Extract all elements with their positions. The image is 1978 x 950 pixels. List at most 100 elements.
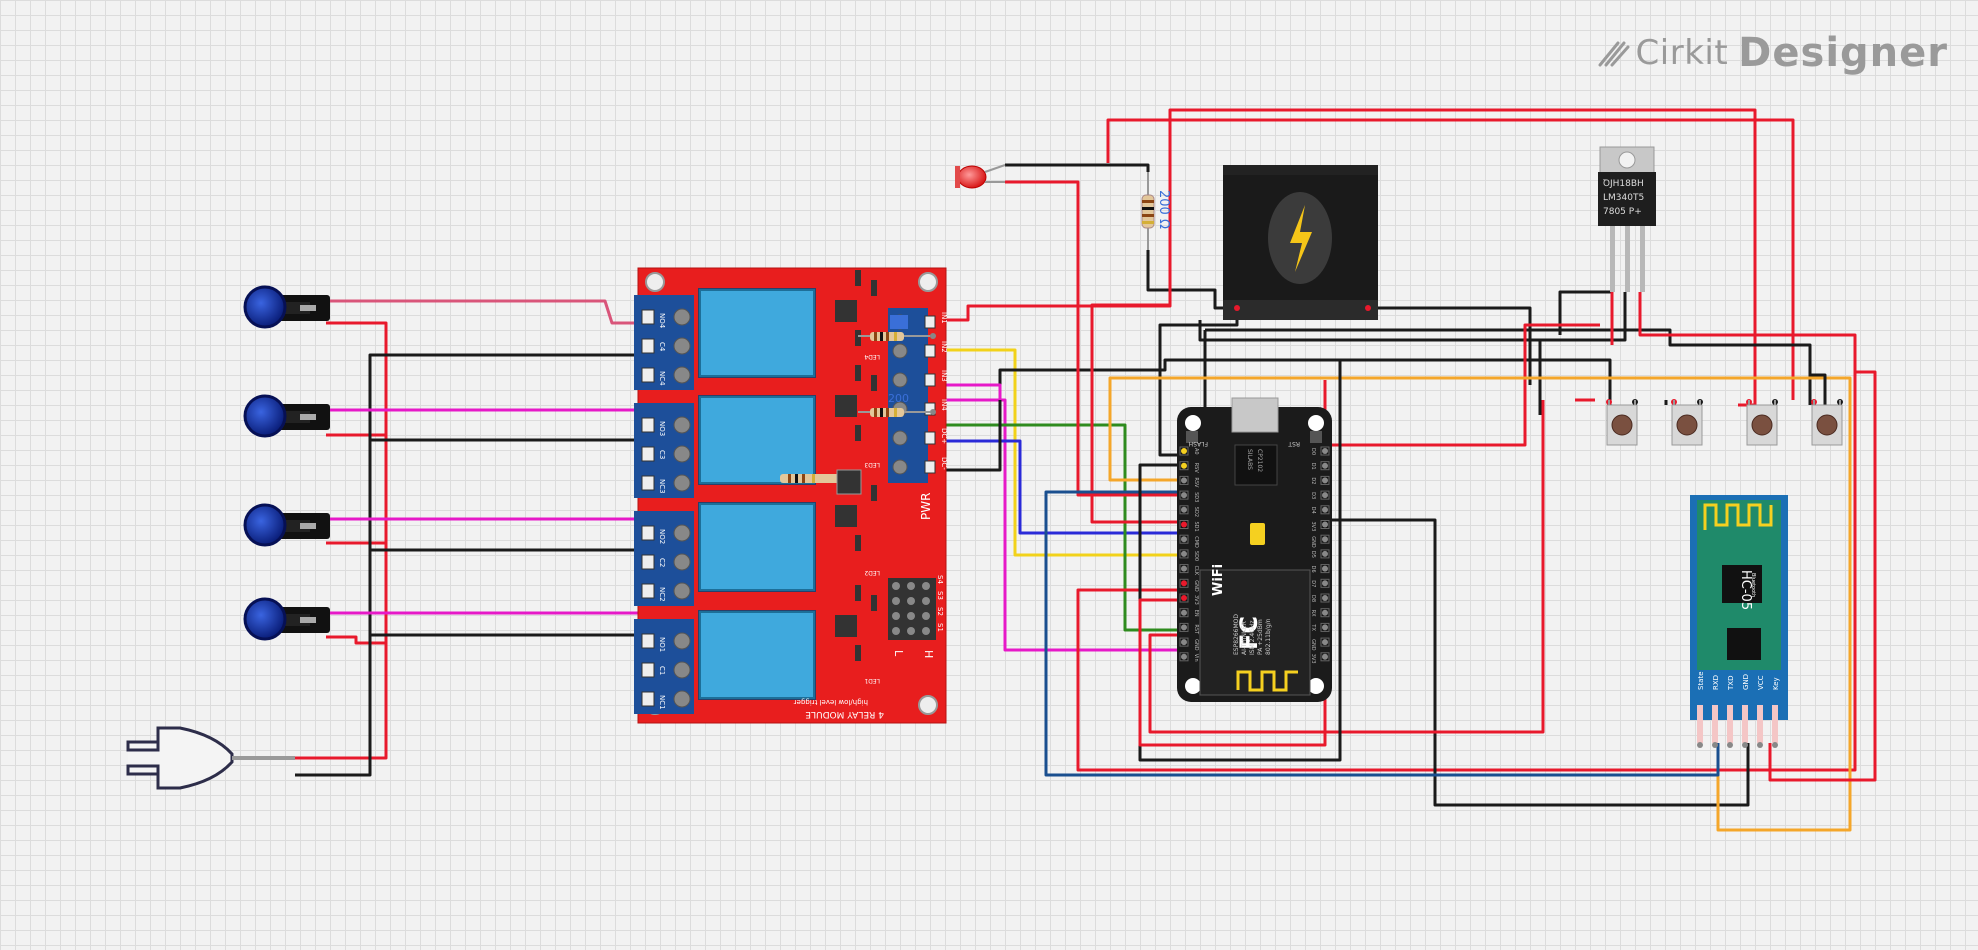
header-pin[interactable] <box>892 597 900 605</box>
led-label: LED1 <box>864 677 880 684</box>
terminal-pin[interactable] <box>641 309 655 325</box>
hc05-pin[interactable] <box>1757 705 1763 743</box>
smd-part <box>855 365 861 381</box>
header-pin[interactable] <box>922 627 930 635</box>
chip-line-2: CP2102 <box>1256 449 1263 472</box>
hc05-pin-label: State <box>1697 671 1705 690</box>
header-pin[interactable] <box>892 627 900 635</box>
hc05-pin[interactable] <box>1772 705 1778 743</box>
input-pin[interactable] <box>924 460 936 474</box>
esp-pin-label: TX <box>1310 623 1316 631</box>
terminal-pin[interactable] <box>641 525 655 541</box>
voltage-regulator[interactable]: ꝹJH18BH LM340T5 7805 P+ <box>1598 146 1656 292</box>
terminal-pin[interactable] <box>641 338 655 354</box>
terminal-pin[interactable] <box>641 633 655 649</box>
antenna-trace <box>1236 670 1298 692</box>
indicator-lamp[interactable] <box>243 285 330 329</box>
smd-part <box>871 595 877 611</box>
terminal-pin[interactable] <box>641 367 655 383</box>
brand-name: Designer <box>1738 30 1948 76</box>
esp-pin-label: D4 <box>1310 507 1316 514</box>
wire <box>934 423 1185 632</box>
esp-pin-label: D1 <box>1310 463 1316 470</box>
pwr-label: PWR <box>919 493 933 520</box>
led-label: LED3 <box>864 461 880 468</box>
red-led[interactable] <box>955 164 1006 189</box>
indicator-lamp[interactable] <box>243 394 330 438</box>
header-pin[interactable] <box>907 612 915 620</box>
smd-part <box>855 645 861 661</box>
esp-pin-label: EN <box>1193 610 1199 617</box>
indicator-lamp[interactable] <box>243 503 330 547</box>
terminal-pin[interactable] <box>641 583 655 599</box>
input-pin[interactable] <box>924 344 936 358</box>
led-label: LED4 <box>864 353 880 360</box>
relay-block <box>699 396 815 484</box>
hc05-pin[interactable] <box>1727 705 1733 743</box>
push-button[interactable] <box>1811 399 1843 446</box>
terminal-label: C1 <box>658 666 666 675</box>
terminal-pin[interactable] <box>641 662 655 678</box>
header-pin[interactable] <box>907 597 915 605</box>
resistor-top-label: 200 Ω <box>1156 190 1171 229</box>
terminal-label: NO4 <box>658 313 666 329</box>
esp-pin-label: RSV <box>1193 477 1199 488</box>
ac-plug[interactable] <box>126 726 295 790</box>
header-pin[interactable] <box>892 612 900 620</box>
smd-part <box>855 535 861 551</box>
indicator-lamp[interactable] <box>243 597 330 641</box>
wire <box>934 348 1185 557</box>
relay-module[interactable]: NO4C4NC4NO3C3NC3NO2C2NC2NO1C1NC1IN1IN2IN… <box>634 267 948 724</box>
hc05-pin[interactable] <box>1742 705 1748 743</box>
esp-pin-label: SD2 <box>1193 507 1199 517</box>
power-supply-module[interactable] <box>1223 165 1378 320</box>
mount-hole <box>645 272 665 292</box>
push-button[interactable] <box>1671 399 1703 446</box>
terminal-pin[interactable] <box>641 446 655 462</box>
header-pin[interactable] <box>922 612 930 620</box>
wire <box>1205 328 1812 405</box>
input-pin[interactable] <box>924 315 936 329</box>
header-pin[interactable] <box>907 582 915 590</box>
input-pin[interactable] <box>924 431 936 445</box>
optocoupler <box>835 615 857 637</box>
header-pin[interactable] <box>892 582 900 590</box>
hc05-pin[interactable] <box>1712 705 1718 743</box>
terminal-label: NC2 <box>658 587 666 602</box>
esp-led-block <box>1250 523 1265 545</box>
terminal-screw <box>892 343 908 359</box>
rst-button[interactable] <box>1310 431 1322 443</box>
hc05-pin[interactable] <box>1697 705 1703 743</box>
terminal-screw <box>673 553 691 571</box>
esp-pin-label: GND <box>1310 639 1316 651</box>
wire <box>1090 110 1185 524</box>
header-pin[interactable] <box>922 597 930 605</box>
wire <box>1368 306 1532 385</box>
terminal-pin[interactable] <box>641 554 655 570</box>
fcc-label: FC <box>1235 616 1263 650</box>
terminal-pin[interactable] <box>641 691 655 707</box>
flash-button[interactable] <box>1186 431 1198 443</box>
header-pin[interactable] <box>922 582 930 590</box>
esp8266-nodemcu[interactable]: FLASH RST SILABS CP2102 WiFi FC ESP8266M… <box>1177 397 1332 702</box>
terminal-pin[interactable] <box>641 475 655 491</box>
flash-label: FLASH <box>1189 440 1208 447</box>
push-button[interactable] <box>1746 399 1778 446</box>
wire <box>1148 400 1545 734</box>
hc05-pin-label: Key <box>1772 677 1780 690</box>
terminal-label: NC1 <box>658 695 666 710</box>
hc05-antenna-trace <box>1703 503 1773 530</box>
header-pin[interactable] <box>907 627 915 635</box>
esp-pin-label: GND <box>1310 536 1316 548</box>
input-pin[interactable] <box>924 373 936 387</box>
rst-label: RST <box>1288 440 1300 447</box>
terminal-pin[interactable] <box>641 417 655 433</box>
push-button[interactable] <box>1606 399 1638 446</box>
wire <box>326 635 386 645</box>
input-pin[interactable] <box>924 402 936 416</box>
esp-pin-label: RX <box>1310 610 1316 617</box>
smd-part <box>855 585 861 601</box>
resistor-top[interactable]: 200 Ω <box>1141 172 1171 250</box>
